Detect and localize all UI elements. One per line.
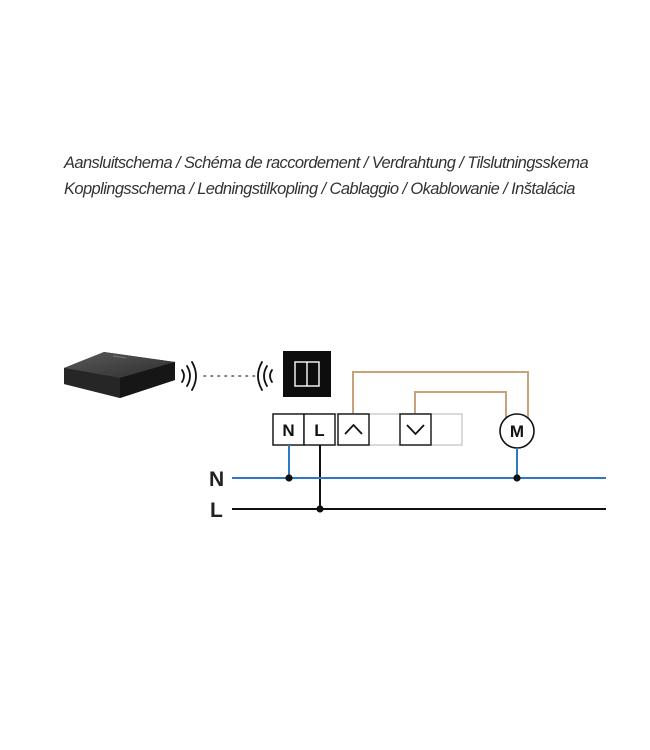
motor-wires [352, 371, 529, 430]
wall-switch-icon [283, 351, 331, 397]
motor: M [499, 413, 535, 449]
junction-dot [513, 474, 521, 482]
junction-dot [285, 474, 293, 482]
chevron-down-icon [406, 424, 425, 436]
radio-waves-icon [257, 361, 273, 391]
bus-label-neutral: N [209, 468, 224, 491]
caption-line-2: Kopplingsschema / Ledningstilkopling / C… [64, 180, 575, 198]
diagram-caption: Aansluitschema / Schéma de raccordement … [64, 150, 624, 202]
terminal-n [272, 413, 305, 446]
radio-waves-icon [181, 361, 197, 391]
terminal-down [399, 413, 432, 446]
bus-label-live: L [210, 499, 223, 522]
terminal-n-label: N [282, 421, 294, 440]
terminal-up [337, 413, 370, 446]
chevron-up-icon [344, 423, 363, 435]
motor-label: M [510, 422, 524, 441]
caption-line-1: Aansluitschema / Schéma de raccordement … [64, 154, 589, 172]
terminal-block: N L [272, 413, 463, 446]
smart-hub-device [64, 352, 175, 398]
terminal-l-label: L [314, 421, 324, 440]
junction-dot [316, 505, 324, 513]
